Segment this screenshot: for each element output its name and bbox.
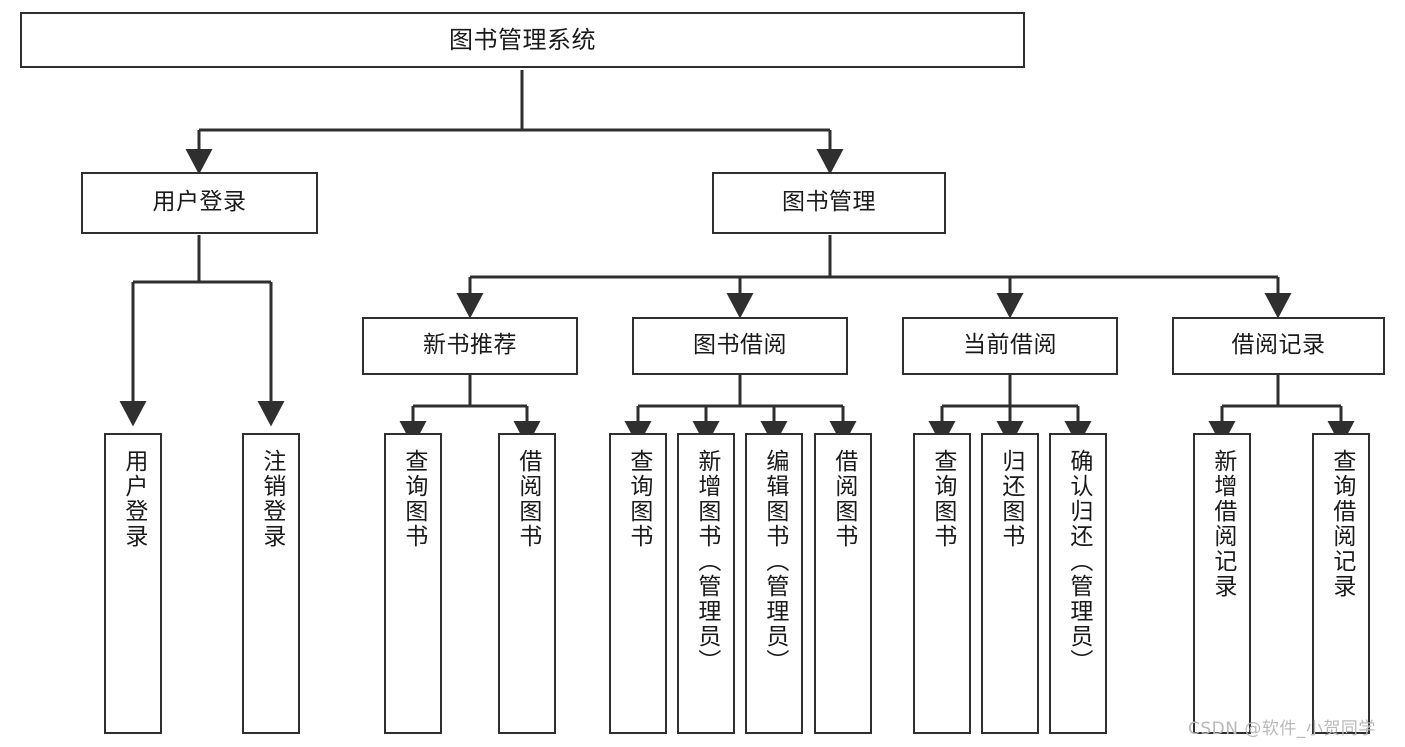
node-label: 图书借阅 bbox=[693, 332, 787, 359]
node-label: 新增图书（管理员） bbox=[693, 449, 720, 674]
leaf-borrow-borrow-book[interactable]: 借阅图书 bbox=[814, 433, 872, 734]
node-label: 图书管理 bbox=[782, 189, 876, 216]
node-label: 当前借阅 bbox=[963, 332, 1057, 359]
node-user-login[interactable]: 用户登录 bbox=[81, 172, 318, 234]
node-root-book-management-system[interactable]: 图书管理系统 bbox=[20, 12, 1025, 68]
leaf-user-login-logout[interactable]: 注销登录 bbox=[242, 433, 300, 734]
node-label: 查询借阅记录 bbox=[1328, 449, 1355, 599]
leaf-current-return-book[interactable]: 归还图书 bbox=[981, 433, 1039, 734]
leaf-current-confirm-return-admin[interactable]: 确认归还（管理员） bbox=[1049, 433, 1107, 734]
node-label: 用户登录 bbox=[152, 189, 247, 216]
node-label: 新增借阅记录 bbox=[1209, 449, 1236, 599]
node-new-book-recommend[interactable]: 新书推荐 bbox=[362, 317, 578, 375]
node-label: 用户登录 bbox=[120, 449, 147, 549]
node-book-management[interactable]: 图书管理 bbox=[712, 172, 946, 234]
node-label: 借阅记录 bbox=[1231, 332, 1326, 359]
node-label: 归还图书 bbox=[997, 449, 1024, 549]
leaf-user-login-login[interactable]: 用户登录 bbox=[104, 433, 162, 734]
node-borrow-record[interactable]: 借阅记录 bbox=[1172, 317, 1385, 375]
node-label: 查询图书 bbox=[929, 449, 956, 549]
node-label: 注销登录 bbox=[258, 449, 285, 549]
leaf-record-add-borrow-record[interactable]: 新增借阅记录 bbox=[1193, 433, 1251, 734]
leaf-record-query-borrow-record[interactable]: 查询借阅记录 bbox=[1312, 433, 1370, 734]
leaf-borrow-edit-book-admin[interactable]: 编辑图书（管理员） bbox=[745, 433, 803, 734]
node-current-borrow[interactable]: 当前借阅 bbox=[902, 317, 1118, 375]
node-label: 查询图书 bbox=[625, 449, 652, 549]
node-label: 借阅图书 bbox=[514, 449, 541, 549]
node-label: 确认归还（管理员） bbox=[1065, 449, 1092, 674]
watermark: CSDN @软件_小贺同学 bbox=[1188, 719, 1376, 739]
node-label: 查询图书 bbox=[400, 449, 427, 549]
node-label: 新书推荐 bbox=[423, 332, 517, 359]
node-label: 借阅图书 bbox=[830, 449, 857, 549]
node-label: 编辑图书（管理员） bbox=[761, 449, 788, 674]
leaf-current-query-book[interactable]: 查询图书 bbox=[913, 433, 971, 734]
leaf-borrow-add-book-admin[interactable]: 新增图书（管理员） bbox=[677, 433, 735, 734]
node-book-borrow[interactable]: 图书借阅 bbox=[632, 317, 848, 375]
leaf-recommend-borrow-book[interactable]: 借阅图书 bbox=[498, 433, 556, 734]
node-label: 图书管理系统 bbox=[449, 25, 596, 54]
leaf-recommend-query-book[interactable]: 查询图书 bbox=[384, 433, 442, 734]
leaf-borrow-query-book[interactable]: 查询图书 bbox=[609, 433, 667, 734]
